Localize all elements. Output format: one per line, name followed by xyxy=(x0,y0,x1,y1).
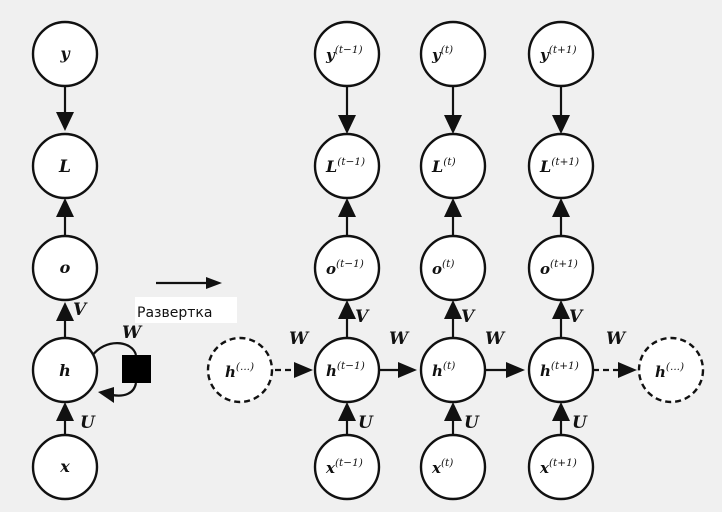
node-y xyxy=(31,20,99,88)
edge-label-U: U xyxy=(464,413,480,433)
arrowhead xyxy=(294,362,313,378)
node-x-col-2 xyxy=(527,433,595,501)
node-x-col-1-label: x(t) xyxy=(431,457,453,477)
node-L-col-2 xyxy=(527,132,595,200)
node-L-col-0 xyxy=(313,132,381,200)
node-o-col-2-label: o(t+1) xyxy=(540,258,578,278)
node-o-col-1 xyxy=(419,234,487,302)
arrowhead xyxy=(618,362,637,378)
node-o xyxy=(31,234,99,302)
arrowhead xyxy=(338,300,356,319)
node-h-col-0-label: h(t−1) xyxy=(326,360,365,380)
arrowhead xyxy=(552,198,570,217)
edge-label-W: W xyxy=(122,323,143,343)
edge-label-W: W xyxy=(606,329,627,349)
unrolled-network: h(...) h(...) W W W W V Uy(t−1) L(t−1) o(t−… xyxy=(206,20,705,501)
node-o-col-0 xyxy=(313,234,381,302)
node-y-col-2-label: y(t+1) xyxy=(539,44,577,64)
node-y-col-2 xyxy=(527,20,595,88)
edge-label-W: W xyxy=(389,329,410,349)
edge-label-W: W xyxy=(289,329,310,349)
node-x-col-2-label: x(t+1) xyxy=(539,457,577,477)
arrowhead xyxy=(506,362,525,378)
arrowhead xyxy=(444,198,462,217)
node-h-col-1 xyxy=(419,336,487,404)
arrowhead xyxy=(98,387,114,403)
arrowhead xyxy=(444,300,462,319)
folded-network: y L o h x V W U xyxy=(31,20,151,501)
node-h-col-2 xyxy=(527,336,595,404)
unfold-indicator: Развертка xyxy=(135,277,237,323)
node-x-label: x xyxy=(59,457,70,476)
arrowhead xyxy=(552,300,570,319)
node-y-col-0 xyxy=(313,20,381,88)
node-x xyxy=(31,433,99,501)
node-h-prev xyxy=(206,336,274,404)
arrowhead xyxy=(444,402,462,421)
edge-label-V: V xyxy=(569,307,584,327)
node-x-col-1 xyxy=(419,433,487,501)
arrowhead xyxy=(56,112,74,131)
edge-recurrent-loop xyxy=(91,342,138,397)
node-h-label: h xyxy=(59,361,71,380)
node-h-col-1-label: h(t) xyxy=(432,360,455,380)
time-step-columns: V Uy(t−1) L(t−1) o(t−1) h(t−1) x(t−1) V Uy(t) L(… xyxy=(313,20,595,501)
node-L xyxy=(31,132,99,200)
node-h-next xyxy=(637,336,705,404)
arrowhead xyxy=(338,115,356,134)
node-x-col-0 xyxy=(313,433,381,501)
node-y-col-1 xyxy=(419,20,487,88)
edge-label-U: U xyxy=(572,413,588,433)
node-h-next-label: h(...) xyxy=(655,361,684,381)
arrowhead xyxy=(56,198,74,217)
edge-label-U: U xyxy=(80,413,96,433)
arrowhead xyxy=(552,402,570,421)
node-y-label: y xyxy=(59,44,71,63)
node-o-label: o xyxy=(60,258,71,277)
node-o-col-0-label: o(t−1) xyxy=(326,258,364,278)
node-o-col-1-label: o(t) xyxy=(432,258,454,278)
node-L-col-1-label: L(t) xyxy=(431,156,456,176)
unfold-label-box xyxy=(135,297,237,323)
arrowhead xyxy=(56,402,74,421)
node-h-col-2-label: h(t+1) xyxy=(540,360,579,380)
node-y-col-1-label: y(t) xyxy=(431,44,453,64)
edge-label-V: V xyxy=(73,300,88,320)
arrowhead xyxy=(398,362,417,378)
node-L-col-2-label: L(t+1) xyxy=(539,156,579,176)
edge-label-W: W xyxy=(485,329,506,349)
time-delay-square xyxy=(122,355,151,383)
node-L-col-1 xyxy=(419,132,487,200)
arrowhead xyxy=(552,115,570,134)
node-y-col-0-label: y(t−1) xyxy=(325,44,363,64)
node-x-col-0-label: x(t−1) xyxy=(325,457,363,477)
node-h-prev-label: h(...) xyxy=(225,361,254,381)
edge-label-V: V xyxy=(461,307,476,327)
arrowhead xyxy=(338,198,356,217)
arrowhead xyxy=(338,402,356,421)
arrowhead xyxy=(206,277,222,289)
unfold-label: Развертка xyxy=(137,305,212,321)
node-L-col-0-label: L(t−1) xyxy=(325,156,365,176)
node-h xyxy=(31,336,99,404)
edge-label-V: V xyxy=(355,307,370,327)
edge-label-U: U xyxy=(358,413,374,433)
arrowhead xyxy=(444,115,462,134)
node-h-col-0 xyxy=(313,336,381,404)
arrowhead xyxy=(56,302,74,321)
node-L-label: L xyxy=(58,157,71,177)
node-o-col-2 xyxy=(527,234,595,302)
